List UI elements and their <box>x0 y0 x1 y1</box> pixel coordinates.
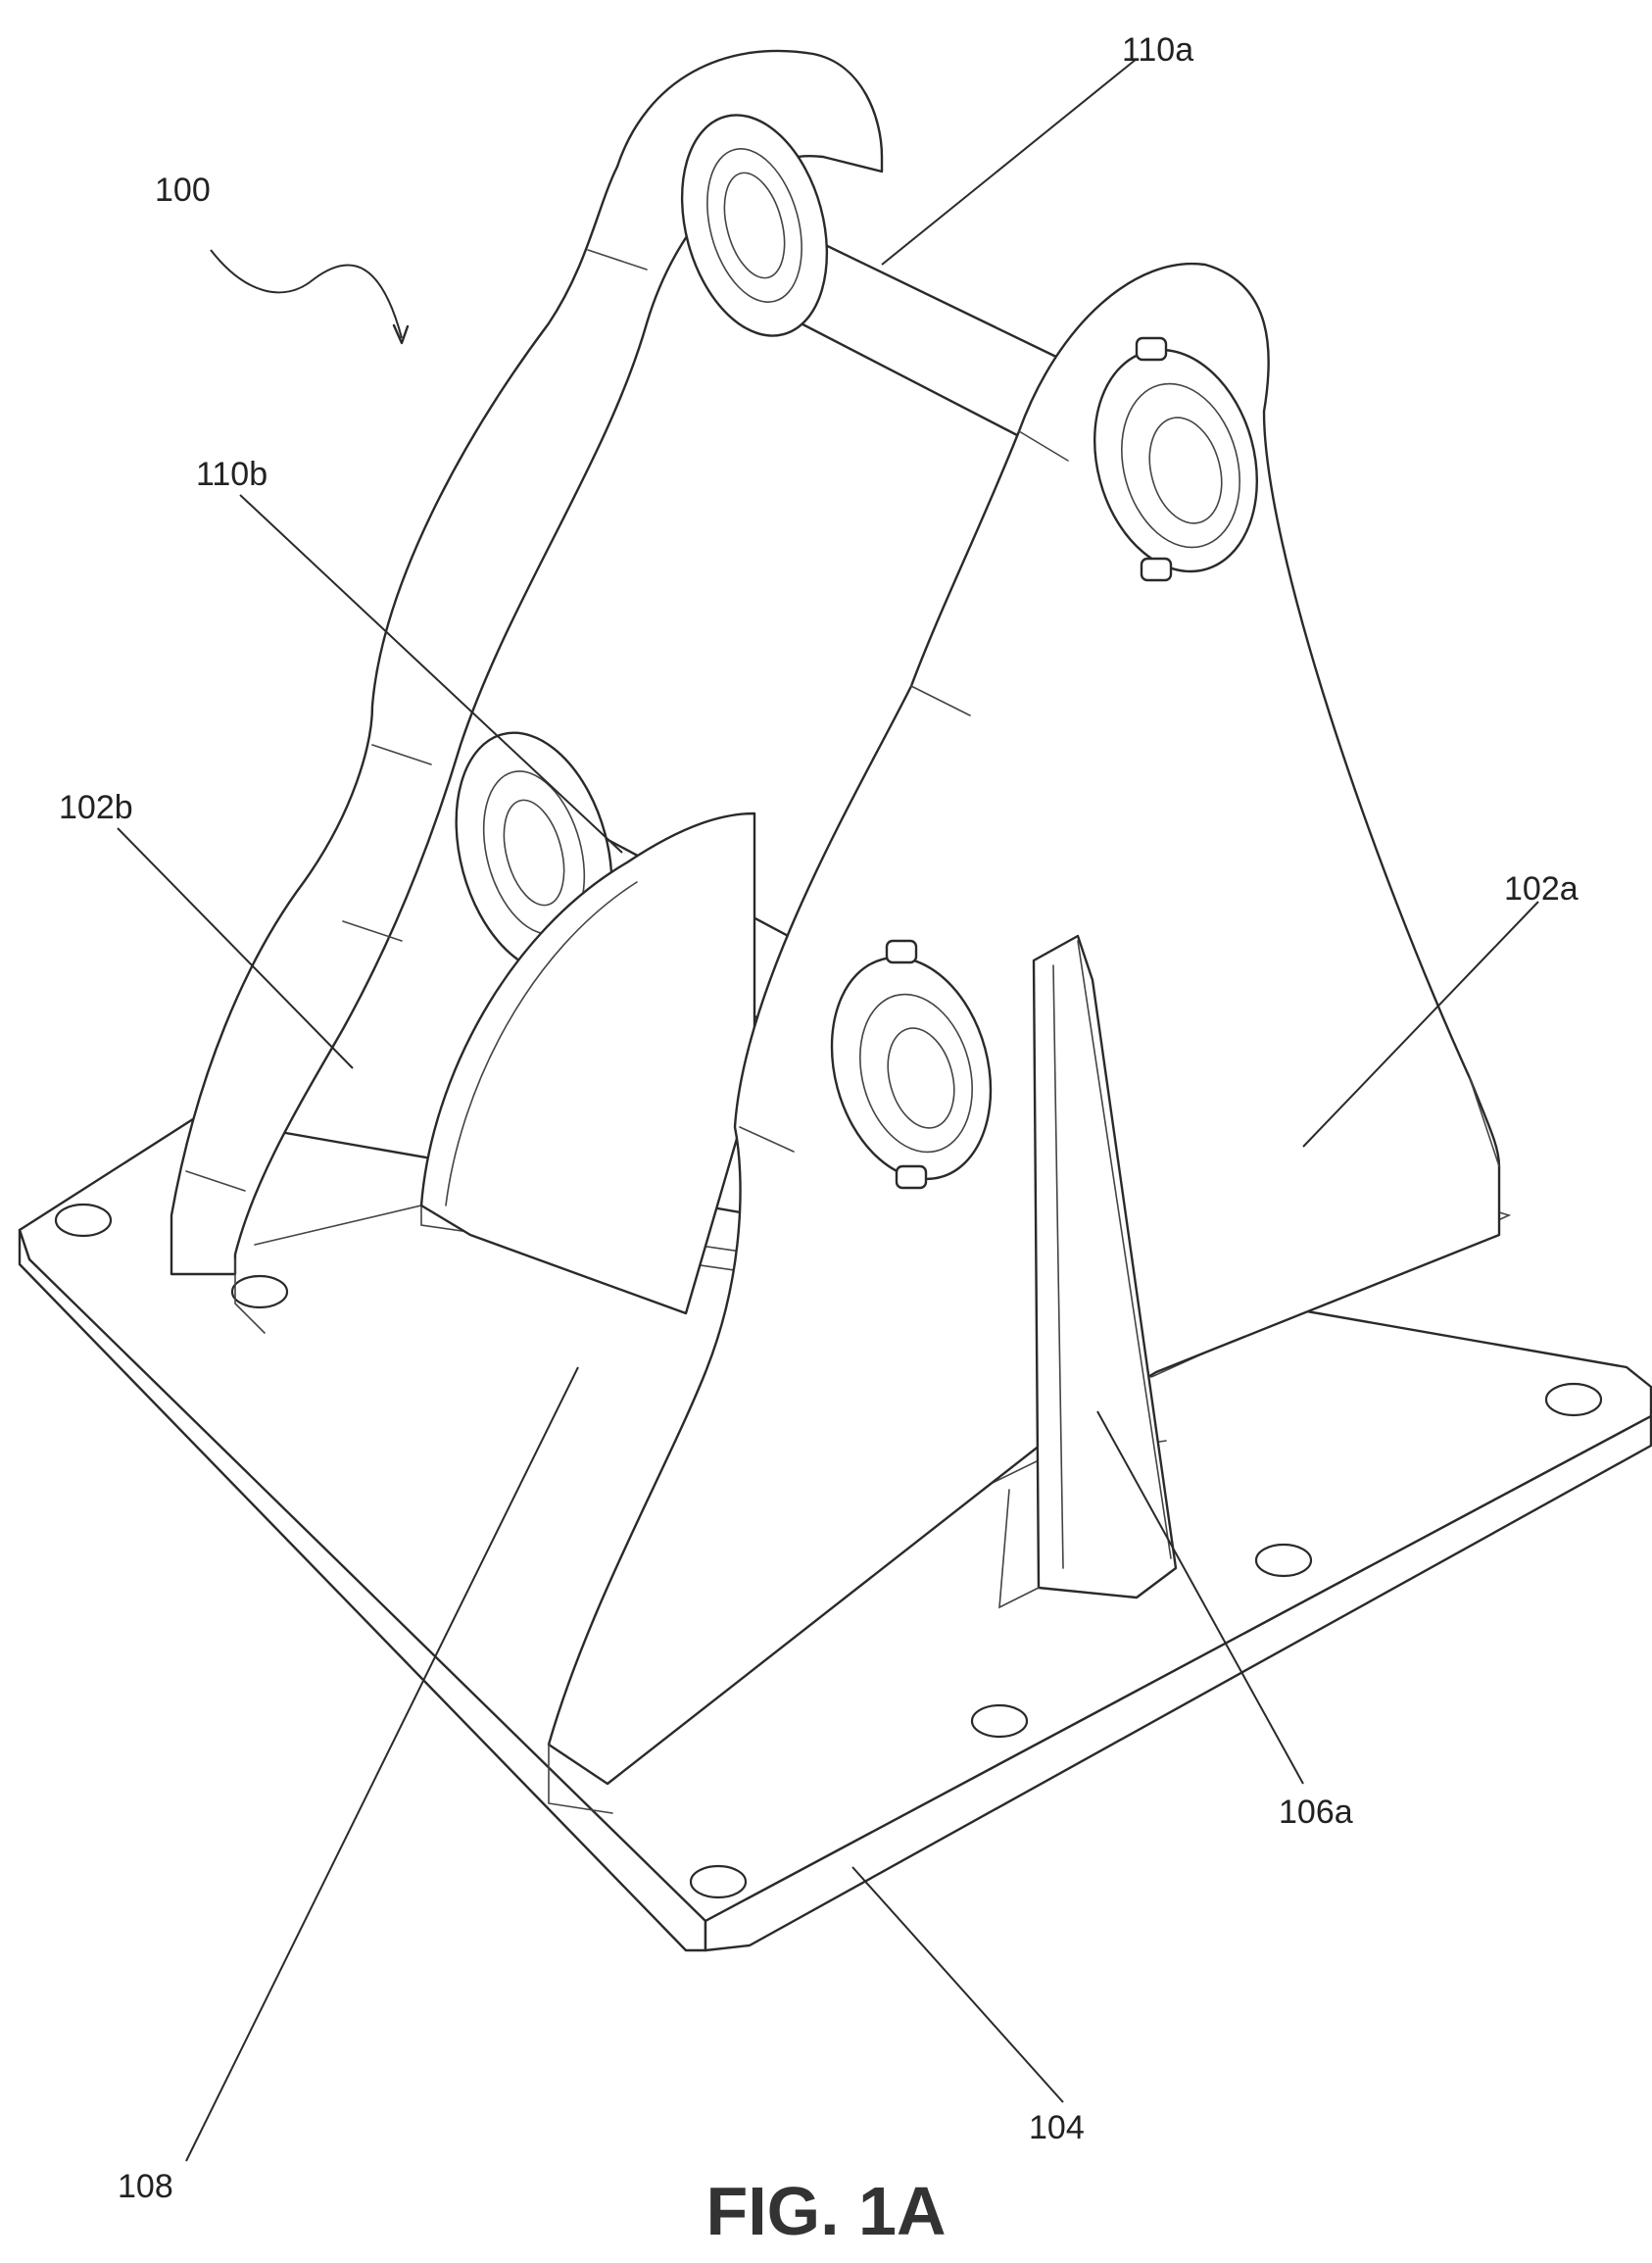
mounting-hole <box>691 1866 746 1897</box>
label-base-plate: 104 <box>1029 2109 1085 2146</box>
mounting-hole <box>232 1276 287 1307</box>
label-assembly: 100 <box>155 172 211 209</box>
figure-caption: FIG. 1A <box>705 2173 946 2249</box>
assembly-leader <box>211 250 402 338</box>
leader-110a <box>882 59 1137 265</box>
label-shaft-upper: 110a <box>1122 31 1193 69</box>
label-plate-right: 102a <box>1504 870 1579 908</box>
mounting-hole <box>1256 1545 1311 1576</box>
mounting-hole <box>972 1705 1027 1737</box>
label-gusset: 106a <box>1279 1794 1353 1831</box>
label-shaft-lower: 110b <box>196 456 267 493</box>
label-cross-member: 108 <box>118 2168 173 2205</box>
mounting-hole <box>1546 1384 1601 1415</box>
mounting-hole <box>56 1205 111 1236</box>
leader-104 <box>852 1867 1063 2102</box>
label-plate-left: 102b <box>59 789 133 826</box>
